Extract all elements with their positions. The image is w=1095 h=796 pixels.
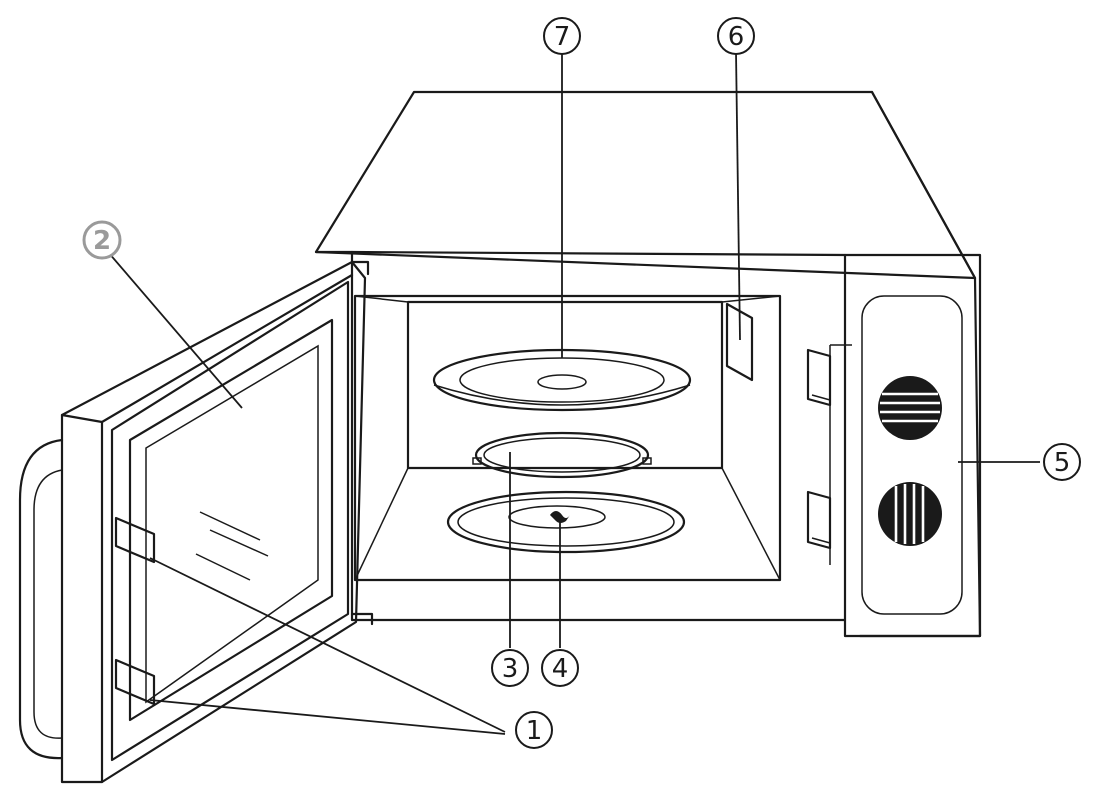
callout-1: 1 bbox=[515, 711, 553, 749]
callout-2-label: 2 bbox=[93, 226, 111, 256]
roller-wheel-left bbox=[472, 457, 482, 465]
callout-6: 6 bbox=[717, 17, 755, 55]
glass-tray-underside bbox=[433, 384, 691, 406]
glare-2 bbox=[209, 529, 269, 557]
glass-tray-rim bbox=[432, 348, 692, 412]
callout-1-label: 1 bbox=[526, 716, 543, 746]
cavity-edge-tr bbox=[721, 295, 781, 303]
control-panel-inset bbox=[861, 295, 963, 615]
door-hook-upper bbox=[114, 516, 156, 564]
callout-6-label: 6 bbox=[728, 22, 745, 52]
glass-tray-center bbox=[537, 374, 587, 390]
glass-tray-inner bbox=[459, 357, 665, 403]
door-edge bbox=[60, 413, 104, 784]
control-panel-face bbox=[843, 253, 982, 638]
cabinet-front-left bbox=[314, 250, 847, 622]
door-handle-inner bbox=[33, 469, 63, 739]
latch-slot-upper-ridge bbox=[811, 394, 831, 401]
leader-1b bbox=[149, 699, 506, 735]
leader-lines bbox=[107, 51, 1040, 735]
door-hook-lower bbox=[114, 658, 156, 706]
callout-2: 2 bbox=[82, 220, 122, 260]
roller-wheel-right bbox=[642, 457, 652, 465]
latch-slot-lower-ridge bbox=[811, 537, 831, 544]
door-window-inner bbox=[145, 344, 319, 704]
callout-4: 4 bbox=[541, 649, 579, 687]
leader-6 bbox=[735, 51, 741, 341]
door-handle bbox=[18, 438, 64, 760]
control-panel bbox=[843, 253, 982, 638]
glare-3 bbox=[195, 553, 251, 581]
door-hinge-bottom bbox=[350, 612, 374, 626]
roller-ring-inner bbox=[483, 437, 641, 473]
cavity-edge-bl bbox=[354, 467, 409, 581]
callout-7: 7 bbox=[543, 17, 581, 55]
callout-4-label: 4 bbox=[552, 654, 569, 684]
oven-cavity bbox=[353, 294, 782, 582]
cabinet-top bbox=[314, 90, 977, 280]
door-slab bbox=[60, 260, 367, 784]
cavity-back-wall bbox=[406, 300, 724, 470]
leader-1a bbox=[149, 557, 506, 733]
turntable-base-inner bbox=[457, 497, 675, 547]
turntable-base-center bbox=[508, 505, 606, 529]
door-top-edge bbox=[100, 273, 354, 424]
power-knob bbox=[878, 482, 942, 546]
timer-knob bbox=[878, 376, 942, 440]
latch-slot-upper bbox=[806, 348, 832, 407]
callout-3: 3 bbox=[491, 649, 529, 687]
glass-tray bbox=[432, 348, 692, 412]
roller-ring-outer bbox=[474, 431, 650, 479]
door-window bbox=[128, 318, 334, 722]
door-latch-slots bbox=[806, 344, 852, 565]
callout-7-label: 7 bbox=[554, 22, 571, 52]
cabinet-front-top bbox=[350, 250, 847, 257]
turntable-base-outer bbox=[446, 490, 686, 554]
door-hinge-top bbox=[350, 260, 370, 276]
door bbox=[18, 260, 374, 784]
latch-slot-lower bbox=[806, 490, 832, 550]
cabinet bbox=[314, 90, 982, 638]
leader-2 bbox=[107, 251, 243, 409]
turntable-shaft bbox=[550, 511, 570, 523]
turntable-base bbox=[446, 490, 686, 554]
waveguide-cover bbox=[725, 302, 754, 382]
glare-1 bbox=[199, 511, 261, 541]
callout-3-label: 3 bbox=[502, 654, 519, 684]
cavity-edge-br bbox=[721, 467, 781, 581]
callout-5-label: 5 bbox=[1054, 448, 1071, 478]
roller-ring bbox=[472, 431, 652, 479]
callout-5: 5 bbox=[1043, 443, 1081, 481]
door-inner-frame bbox=[110, 280, 350, 762]
